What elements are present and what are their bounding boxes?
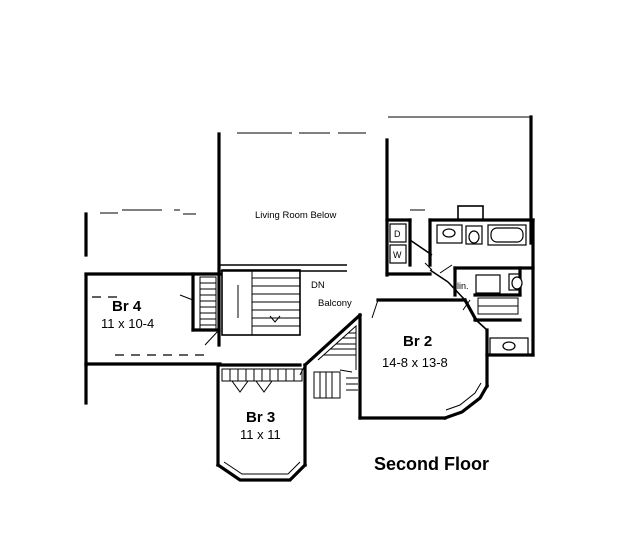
washer — [389, 244, 407, 264]
door-swings — [179, 209, 471, 376]
stair-down-label: DN — [311, 280, 325, 291]
walls — [84, 115, 535, 482]
bath-fixtures — [436, 224, 529, 355]
room-br2-name: Br 2 — [403, 333, 432, 350]
living-room-below-label: Living Room Below — [255, 210, 336, 221]
dryer-label: D — [394, 229, 401, 239]
laundry: D W — [389, 223, 407, 264]
closet-shelving — [199, 276, 358, 399]
balcony-label: Balcony — [318, 298, 352, 309]
roof-lines — [100, 116, 530, 215]
linen-closet-label: lin. — [457, 281, 469, 291]
room-br4-name: Br 4 — [112, 298, 142, 315]
floor-title: Second Floor — [374, 454, 489, 474]
dashed-lines — [92, 296, 210, 356]
staircase — [221, 269, 301, 336]
room-br4-dimensions: 11 x 10-4 — [101, 316, 154, 331]
room-br3-dimensions: 11 x 11 — [240, 427, 281, 442]
dryer — [389, 223, 407, 243]
washer-label: W — [393, 250, 402, 260]
room-br2-dimensions: 14-8 x 13-8 — [382, 355, 448, 370]
room-br3-name: Br 3 — [246, 409, 275, 426]
